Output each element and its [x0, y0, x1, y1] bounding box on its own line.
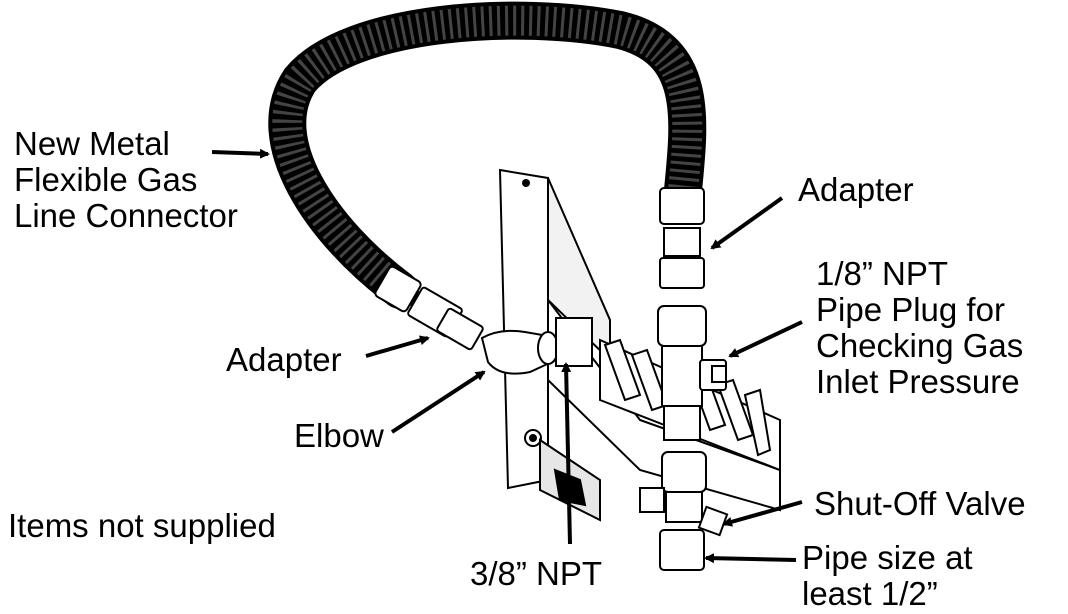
label-plug-line4: Inlet Pressure — [816, 363, 1020, 400]
right-fittings — [639, 187, 729, 571]
label-pipe-plug: 1/8” NPT Pipe Plug for Checking Gas Inle… — [816, 256, 1023, 400]
label-pipe-size-line2: least 1/2” — [802, 575, 938, 612]
leader-arrows — [211, 148, 803, 564]
label-pipe-size-line1: Pipe size at — [802, 539, 973, 576]
label-elbow: Elbow — [294, 417, 384, 454]
label-items-not-supplied: Items not supplied — [8, 507, 276, 544]
label-connector-line1: New Metal — [14, 125, 170, 162]
label-plug-line1: 1/8” NPT — [816, 255, 949, 292]
label-adapter-left: Adapter — [226, 341, 342, 378]
label-connector-line2: Flexible Gas — [14, 161, 198, 198]
left-fittings — [374, 265, 593, 375]
label-adapter-right: Adapter — [798, 171, 914, 208]
label-plug-line2: Pipe Plug for — [816, 291, 1005, 328]
label-pipe-size: Pipe size at least 1/2” — [802, 540, 973, 612]
label-connector-line3: Line Connector — [14, 197, 238, 234]
label-plug-line3: Checking Gas — [816, 327, 1024, 364]
flexible-gas-hose — [268, 1, 707, 309]
label-shutoff-valve: Shut-Off Valve — [814, 485, 1026, 522]
label-connector: New Metal Flexible Gas Line Connector — [14, 126, 238, 234]
label-npt-3-8: 3/8” NPT — [470, 555, 603, 592]
